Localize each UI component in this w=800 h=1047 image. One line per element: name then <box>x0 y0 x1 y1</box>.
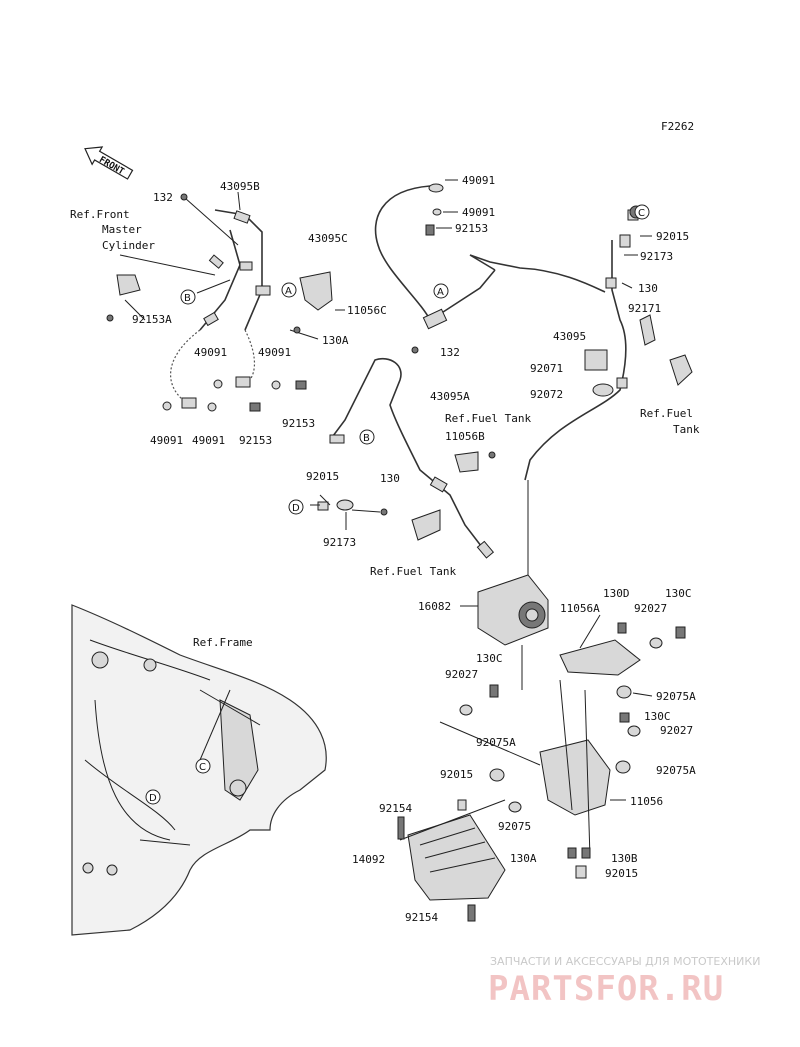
callout-d-frame: D <box>145 789 161 805</box>
callout-d-left: D <box>288 499 304 515</box>
part-label-92075a: 92075A <box>476 736 516 749</box>
part-label-130a: 130A <box>322 334 349 347</box>
svg-text:A: A <box>437 287 444 298</box>
svg-text:B: B <box>184 293 191 304</box>
part-label-49091: 49091 <box>258 346 291 359</box>
part-label-11056b: 11056B <box>445 430 485 443</box>
part-label-49091: 49091 <box>462 174 495 187</box>
callout-c-frame: C <box>195 758 211 774</box>
part-label-92071: 92071 <box>530 362 563 375</box>
part-label-92173: 92173 <box>323 536 356 549</box>
part-label-49091: 49091 <box>462 206 495 219</box>
svg-text:A: A <box>285 286 292 297</box>
watermark-logo: PARTSFOR.RU <box>488 969 724 1009</box>
callout-c-top: C <box>634 204 650 220</box>
part-label-92171: 92171 <box>628 302 661 315</box>
part-label-43095b: 43095B <box>220 180 260 193</box>
part-label-92027: 92027 <box>634 602 667 615</box>
part-label-132: 132 <box>153 191 173 204</box>
callout-a-right: A <box>433 283 449 299</box>
part-label-132: 132 <box>440 346 460 359</box>
part-label-92075: 92075 <box>498 820 531 833</box>
clamp-group-left <box>310 494 441 541</box>
callout-a-left: A <box>281 282 297 298</box>
part-label-92027: 92027 <box>445 668 478 681</box>
front-hose-assembly <box>106 191 307 412</box>
ref-frame: Ref.Frame <box>193 636 253 649</box>
abs-unit-16082 <box>460 480 549 690</box>
part-label-49091: 49091 <box>194 346 227 359</box>
bracket-11056b <box>454 451 479 473</box>
part-label-130b: 130B <box>611 852 638 865</box>
part-label-16082: 16082 <box>418 600 451 613</box>
part-label-11056a: 11056A <box>560 602 600 615</box>
front-arrow-icon: FRONT <box>84 146 134 180</box>
ref-fuel-tank-right-line1: Ref.Fuel <box>640 407 693 420</box>
callout-b-mid: B <box>359 429 375 445</box>
ref-fuel-tank-bottom: Ref.Fuel Tank <box>370 565 456 578</box>
hose-43095c <box>374 179 606 354</box>
hose-43095a <box>329 358 495 559</box>
cover-14092 <box>399 799 506 901</box>
svg-text:B: B <box>363 433 370 444</box>
part-label-43095: 43095 <box>553 330 586 343</box>
part-label-11056: 11056 <box>630 795 663 808</box>
part-label-11056c: 11056C <box>347 304 387 317</box>
part-label-130a: 130A <box>510 852 537 865</box>
ref-front-master-line3: Cylinder <box>102 239 155 252</box>
part-label-130c: 130C <box>644 710 671 723</box>
part-label-49091: 49091 <box>192 434 225 447</box>
part-label-92027: 92027 <box>660 724 693 737</box>
part-label-92072: 92072 <box>530 388 563 401</box>
part-label-43095a: 43095A <box>430 390 470 403</box>
watermark-caption: ЗАПЧАСТИ И АКСЕССУАРЫ ДЛЯ МОТОТЕХНИКИ <box>490 955 760 968</box>
figure-id: F2262 <box>661 120 694 133</box>
ref-front-master-line1: Ref.Front <box>70 208 130 221</box>
part-label-130: 130 <box>380 472 400 485</box>
part-label-92154: 92154 <box>379 802 412 815</box>
ref-front-master-line2: Master <box>102 223 142 236</box>
svg-text:C: C <box>638 208 645 219</box>
part-label-92015: 92015 <box>605 867 638 880</box>
svg-text:D: D <box>149 793 157 804</box>
part-label-92075a: 92075A <box>656 690 696 703</box>
part-label-130: 130 <box>638 282 658 295</box>
part-label-92153: 92153 <box>239 434 272 447</box>
part-label-92015: 92015 <box>440 768 473 781</box>
part-label-130d: 130D <box>603 587 630 600</box>
part-label-14092: 14092 <box>352 853 385 866</box>
part-label-92015: 92015 <box>656 230 689 243</box>
part-label-92075a: 92075A <box>656 764 696 777</box>
grommet <box>649 637 663 649</box>
part-label-92154: 92154 <box>405 911 438 924</box>
svg-text:C: C <box>199 762 206 773</box>
part-label-92015: 92015 <box>306 470 339 483</box>
bolt <box>675 626 686 639</box>
part-label-92153: 92153 <box>455 222 488 235</box>
svg-text:D: D <box>292 503 300 514</box>
part-label-130c: 130C <box>665 587 692 600</box>
part-label-130c: 130C <box>476 652 503 665</box>
part-label-92153a: 92153A <box>132 313 172 326</box>
ref-fuel-tank-right-line2: Tank <box>673 423 700 436</box>
bracket-11056a <box>559 614 641 676</box>
part-label-92153: 92153 <box>282 417 315 430</box>
callout-b-left: B <box>180 289 196 305</box>
hose-43095 <box>524 205 693 481</box>
part-label-92173: 92173 <box>640 250 673 263</box>
bracket-11056 <box>439 679 626 859</box>
part-label-49091: 49091 <box>150 434 183 447</box>
ref-fuel-tank-mid: Ref.Fuel Tank <box>445 412 531 425</box>
part-label-43095c: 43095C <box>308 232 348 245</box>
bracket-11056c <box>289 271 345 340</box>
